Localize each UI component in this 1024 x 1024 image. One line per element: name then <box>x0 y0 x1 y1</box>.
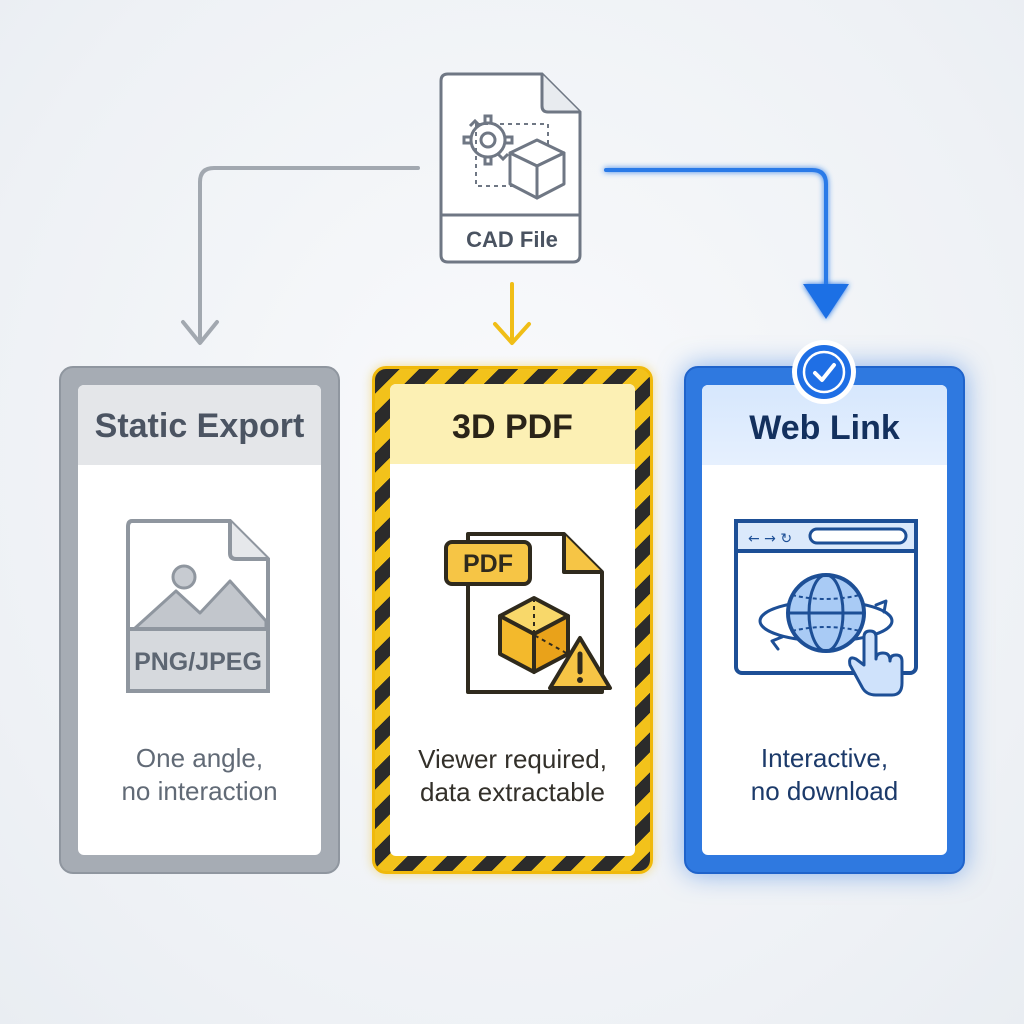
icon-format-label: PNG/JPEG <box>134 648 262 676</box>
connector-static <box>181 166 420 345</box>
check-badge-icon <box>792 340 856 404</box>
connector-web <box>604 168 849 319</box>
image-file-icon: PNG/JPEG <box>126 519 270 693</box>
browser-globe-hand-icon: ← → ↻ <box>734 519 918 697</box>
svg-text:← → ↻: ← → ↻ <box>748 531 792 547</box>
card-title: Web Link <box>749 409 900 447</box>
card-header <box>78 385 321 465</box>
pdf-cube-warning-icon: PDF <box>444 532 612 694</box>
connector-pdf <box>493 282 531 345</box>
card-title: Static Export <box>94 407 305 445</box>
card-description: Viewer required, data extractable <box>418 744 607 807</box>
card-header <box>390 384 635 464</box>
option-card-static-export[interactable]: Static Export PNG/JPEG One angle, no int… <box>59 366 340 874</box>
card-description: One angle, no interaction <box>121 743 278 806</box>
cad-file-icon <box>439 72 582 264</box>
card-description: Interactive, no download <box>750 743 899 806</box>
option-card-3d-pdf[interactable]: 3D PDF PDF Viewer required, data extract… <box>372 366 653 874</box>
option-card-web-link[interactable]: Web Link ← → ↻ Interactive, no download <box>684 366 965 874</box>
icon-format-label: PDF <box>463 550 513 578</box>
card-title: 3D PDF <box>452 408 573 446</box>
source-label: CAD File <box>466 227 558 252</box>
